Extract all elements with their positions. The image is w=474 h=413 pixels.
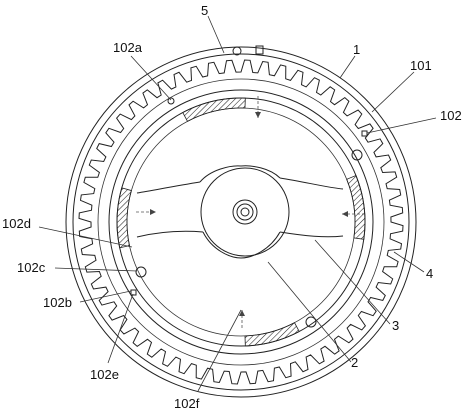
label-102f: 102f <box>174 396 200 411</box>
label-102a: 102a <box>113 40 143 55</box>
top-knob <box>232 46 242 56</box>
arrow-left <box>150 209 156 215</box>
hub-outer <box>200 167 290 257</box>
outer-ring-outer-edge <box>65 46 417 398</box>
leader-102c <box>54 267 138 272</box>
hatched-segment-left <box>116 187 132 249</box>
label-101: 101 <box>410 58 432 73</box>
leader-2 <box>267 261 352 363</box>
top-tab <box>255 45 264 55</box>
label-102d: 102d <box>2 216 31 231</box>
roller-right-upper <box>351 149 363 161</box>
housing-ring-inner <box>116 97 366 347</box>
label-102c: 102c <box>17 260 46 275</box>
arrow-top <box>255 112 261 118</box>
spoke-left-curve <box>199 165 242 259</box>
leader-1 <box>339 55 356 79</box>
hub-ring-inner <box>236 203 254 221</box>
leader-102 <box>366 117 437 134</box>
leader-102f <box>197 309 242 392</box>
arrow-right <box>342 211 348 217</box>
hatched-segment-bottom <box>244 322 300 347</box>
leader-5 <box>207 15 225 54</box>
spoke-left <box>136 181 204 238</box>
leader-102d <box>38 226 133 248</box>
label-3: 3 <box>392 318 399 333</box>
arrow-bottom <box>239 310 245 316</box>
leader-4 <box>393 251 425 273</box>
label-102: 102 <box>440 108 462 123</box>
roller-bottom <box>305 316 317 328</box>
label-2: 2 <box>351 355 358 370</box>
label-1: 1 <box>353 42 360 57</box>
housing-ring-outer <box>108 89 374 355</box>
label-102e: 102e <box>90 367 119 382</box>
gear-root-circle <box>97 78 385 366</box>
leader-101 <box>371 71 415 113</box>
hatched-segment-right <box>346 175 366 240</box>
label-4: 4 <box>426 266 433 281</box>
label-102b: 102b <box>43 295 72 310</box>
leader-3 <box>314 239 391 325</box>
track-circle <box>126 107 356 337</box>
leader-102a <box>130 55 172 101</box>
spoke-right <box>279 177 344 238</box>
label-5: 5 <box>201 3 208 18</box>
outer-ring-inner-edge <box>72 53 410 391</box>
pin-102 <box>361 130 368 137</box>
gear-teeth-ring <box>78 59 404 385</box>
roller-left <box>135 266 147 278</box>
hub-center <box>240 207 250 217</box>
roller-top <box>167 97 175 105</box>
hatched-segment-top <box>182 97 246 122</box>
pin-102e <box>130 289 137 296</box>
spoke-right-curve <box>240 165 281 259</box>
leader-102b <box>79 290 132 303</box>
hub-ring <box>232 199 258 225</box>
leader-102e <box>107 293 134 364</box>
